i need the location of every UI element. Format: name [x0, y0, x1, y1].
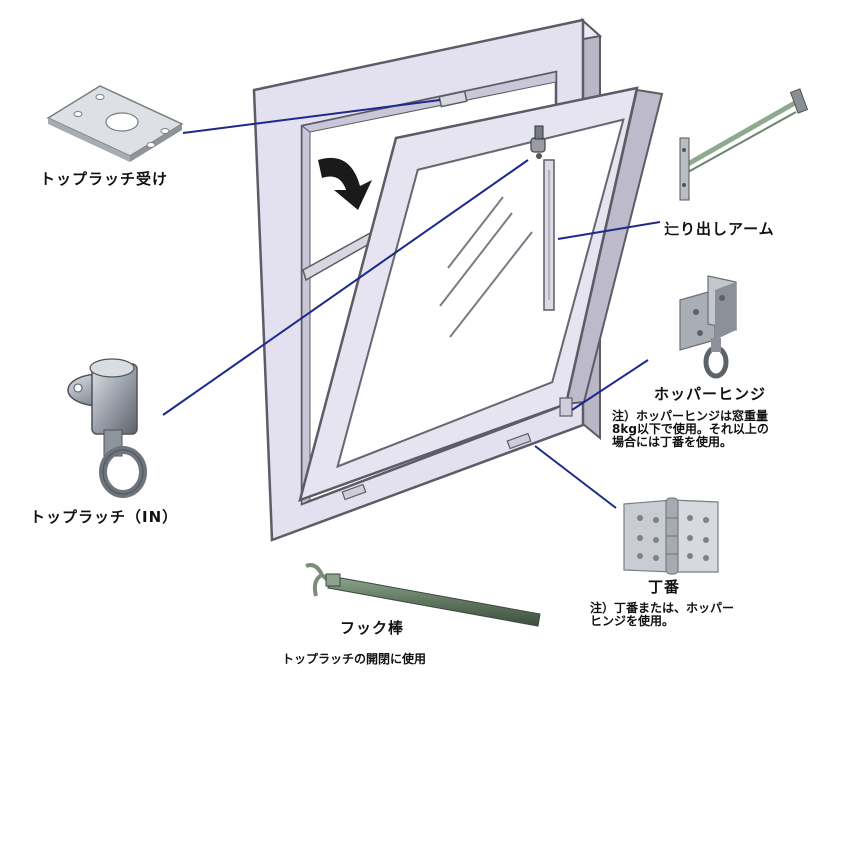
arm-rail [543, 159, 555, 311]
top-latch-on-sash [530, 125, 546, 159]
label-hook-rod: フック棒 [340, 619, 405, 637]
label-projection-arm: 辷り出しアーム [664, 220, 775, 238]
top-latch-receiver-part [46, 85, 184, 162]
note-butt-hinge: 注）丁番または、ホッパー ヒンジを使用。 [590, 601, 735, 628]
butt-hinge-part [623, 497, 719, 575]
label-top-latch-receiver: トップラッチ受け [40, 170, 169, 188]
leader-lines [162, 99, 661, 509]
hook-rod-part [305, 563, 541, 627]
projection-arm-part [679, 88, 809, 201]
note-hopper-hinge: 注）ホッパーヒンジは窓重量 8kg以下で使用。それ以上の 場合には丁番を使用。 [612, 409, 769, 449]
note-hook-rod: トップラッチの開閉に使用 [282, 652, 427, 666]
hopper-hinge-part [679, 275, 737, 379]
top-latch-part [67, 358, 147, 498]
label-top-latch: トップラッチ（IN） [30, 508, 179, 526]
label-butt-hinge: 丁番 [648, 578, 681, 596]
curved-arrow-icon [318, 157, 372, 210]
label-hopper-hinge: ホッパーヒンジ [654, 385, 767, 403]
